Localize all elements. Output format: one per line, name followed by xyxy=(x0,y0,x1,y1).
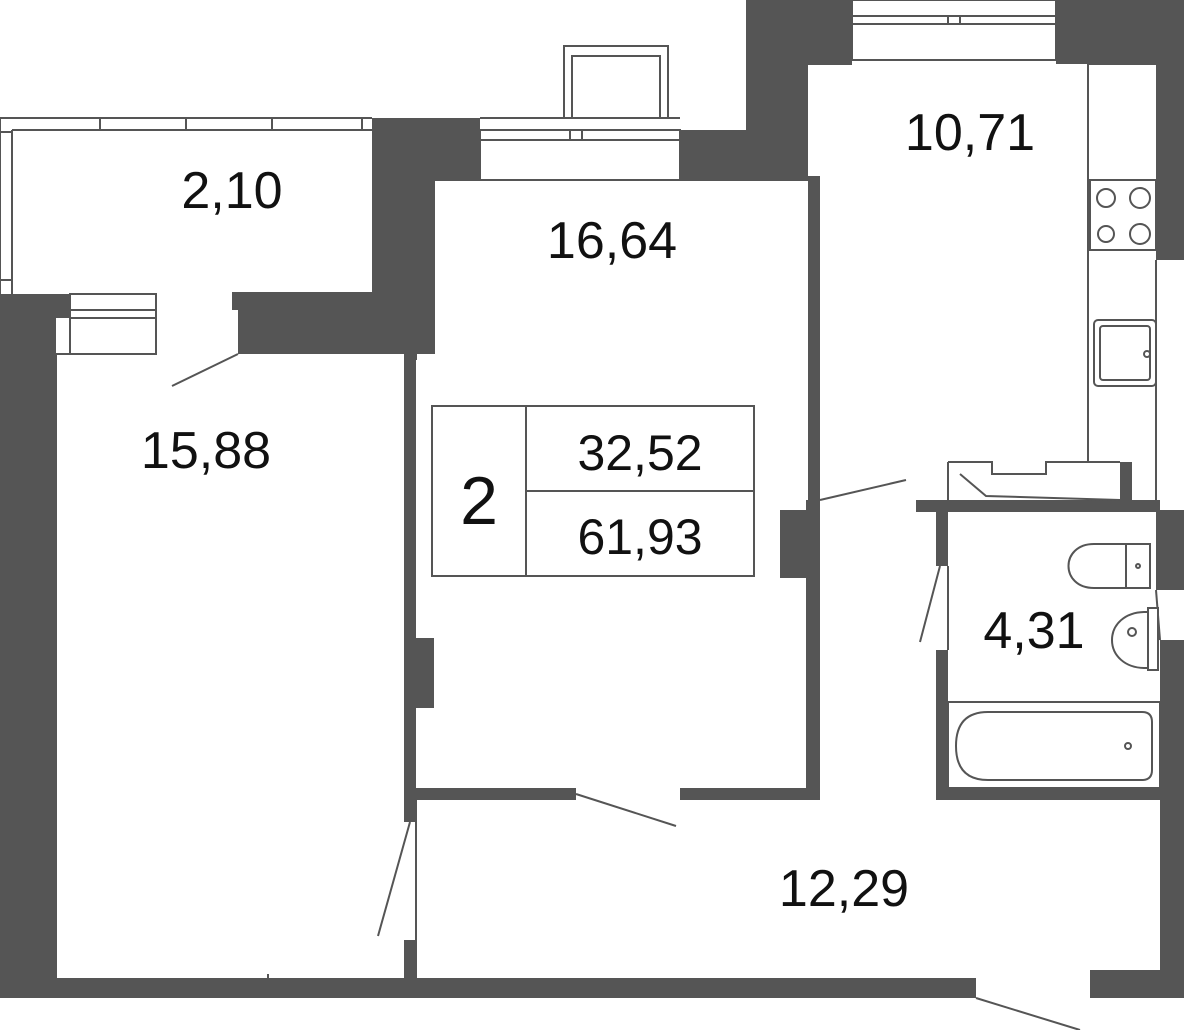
room-label-bathroom: 4,31 xyxy=(983,602,1084,660)
room-label-bedroom: 15,88 xyxy=(141,422,271,480)
washbasin-icon xyxy=(1111,607,1159,671)
room-label-hallway: 12,29 xyxy=(779,860,909,918)
living-area: 32,52 xyxy=(577,425,702,481)
outlines xyxy=(0,63,1161,980)
room-label-living: 16,64 xyxy=(547,212,677,270)
walls xyxy=(0,0,1184,998)
summary-box: 2 32,52 61,93 xyxy=(431,405,755,577)
room-count: 2 xyxy=(460,463,498,539)
kitchen-fixtures xyxy=(947,179,1157,501)
room-label-kitchen: 10,71 xyxy=(905,104,1035,162)
window-kitchen xyxy=(851,0,1057,61)
toilet-icon xyxy=(1067,543,1151,589)
room-label-balcony: 2,10 xyxy=(181,162,282,220)
total-area: 61,93 xyxy=(577,509,702,565)
room-labels: 2,10 15,88 16,64 10,71 4,31 12,29 xyxy=(141,104,1085,918)
windows xyxy=(69,0,1057,355)
doors xyxy=(171,353,1081,1030)
bathtub-icon xyxy=(947,701,1161,789)
bathroom-fixtures xyxy=(947,543,1161,789)
window-bedroom xyxy=(69,293,157,355)
window-living xyxy=(479,45,681,181)
